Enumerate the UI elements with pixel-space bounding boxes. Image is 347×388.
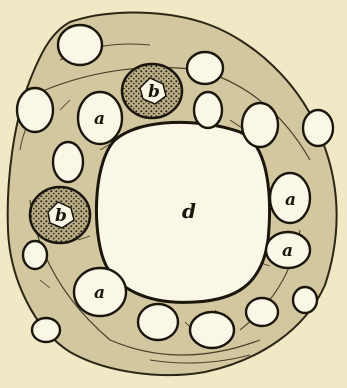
- small-cell: [23, 241, 47, 269]
- small-cell: [138, 304, 178, 340]
- small-cell-label: a: [285, 190, 296, 210]
- small-cell: [17, 88, 53, 132]
- small-cell: [53, 142, 83, 182]
- dotted-cell-label: b: [55, 206, 67, 226]
- small-cell: [242, 103, 278, 147]
- small-cell-label: a: [282, 241, 293, 261]
- small-cell: [194, 92, 222, 128]
- small-cell: [32, 318, 60, 342]
- small-cell: [187, 52, 223, 84]
- small-cell: [58, 25, 102, 65]
- dotted-cell-label: b: [148, 82, 160, 102]
- small-cell: [293, 287, 317, 313]
- small-cell-label: a: [94, 109, 105, 129]
- small-cell-label: a: [94, 283, 105, 303]
- small-cell: [303, 110, 333, 146]
- central-cell-label: d: [182, 199, 196, 223]
- small-cell: [190, 312, 234, 348]
- small-cell: [246, 298, 278, 326]
